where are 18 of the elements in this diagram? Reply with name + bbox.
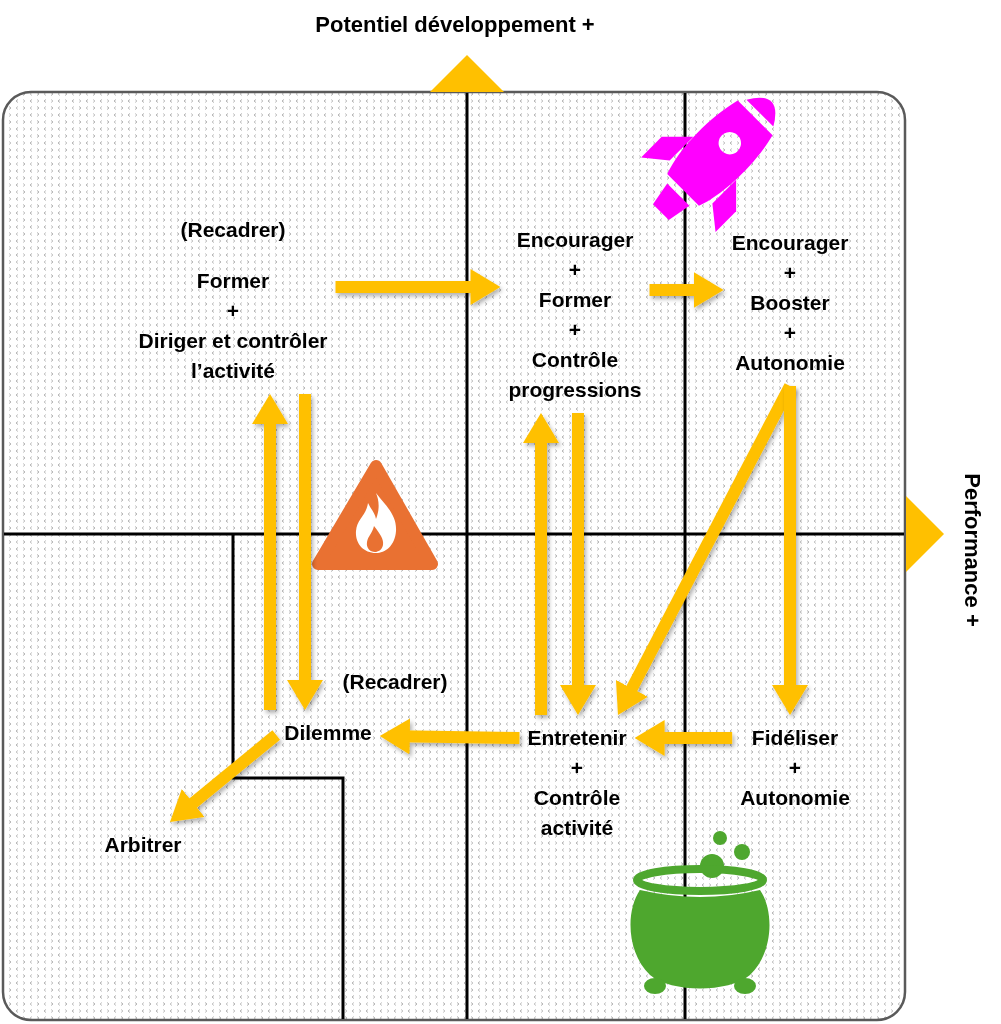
side-note: (Recadrer) [342,669,448,695]
action-label: Encourager + Booster + Autonomie [731,230,849,376]
arrow [379,718,520,755]
action-label: (Recadrer) [180,217,286,243]
arrow [634,720,733,756]
arrow [287,394,323,710]
axis-label: Performance + [959,473,985,627]
action-label: Dilemme [284,720,372,746]
arrow [523,413,559,715]
action-label: Former + Diriger et contrôler l’activité [138,268,328,384]
action-label: Arbitrer [104,832,182,858]
action-label: Encourager + Former + Contrôle progressions [508,227,642,403]
arrow [335,269,501,305]
arrow [649,272,724,308]
axis-label: Potentiel développement + [315,12,595,38]
action-label: Entretenir + Contrôle activité [527,725,627,841]
arrow [772,386,808,715]
action-label: Fidéliser + Autonomie [740,725,850,811]
